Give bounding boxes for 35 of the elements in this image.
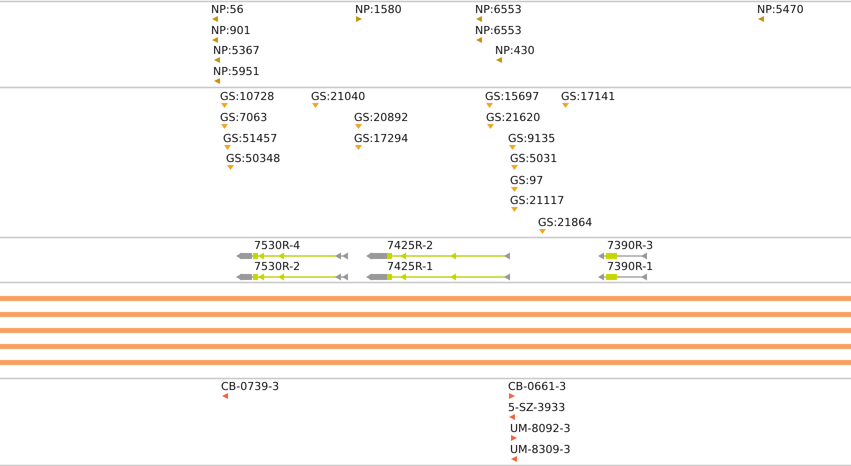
feature-label: GS:21117 [510,194,564,207]
feature-label: CB-0661-3 [508,380,566,393]
feature-label: GS:15697 [485,90,540,103]
feature-label: GS:21620 [486,111,540,124]
feature-label: NP:6553 [475,3,522,16]
gene-label: 7530R-2 [254,260,300,273]
feature-label: NP:56 [211,3,244,16]
feature-label: GS:9135 [508,132,556,145]
feature-label: GS:50348 [226,152,280,165]
feature-label: NP:430 [495,44,535,57]
gene-label: 7390R-1 [607,260,654,273]
feature-label: NP:6553 [475,24,522,37]
feature-label: GS:51457 [223,132,278,145]
feature-label: GS:20892 [354,111,408,124]
feature-label: NP:901 [211,24,251,37]
feature-label: GS:17294 [354,132,408,145]
feature-label: UM-8092-3 [510,422,570,435]
feature-label: GS:21040 [311,90,366,103]
feature-label: GS:97 [510,174,544,187]
gene-label: 7425R-1 [387,260,434,273]
feature-label: GS:21864 [538,216,592,229]
feature-label: UM-8309-3 [510,443,570,456]
gene-label: 7390R-3 [607,239,654,252]
feature-label: NP:1580 [355,3,402,16]
feature-label: GS:7063 [220,111,268,124]
feature-label: GS:10728 [220,90,274,103]
feature-label: GS:5031 [510,152,558,165]
feature-label: GS:17141 [561,90,616,103]
gene-label: 7425R-2 [387,239,434,252]
feature-label: NP:5470 [757,3,804,16]
feature-label: NP:5367 [213,44,260,57]
feature-label: NP:5951 [213,65,260,78]
feature-label: CB-0739-3 [221,380,280,393]
gene-label: 7530R-4 [254,239,300,252]
feature-label: 5-SZ-3933 [508,401,566,414]
